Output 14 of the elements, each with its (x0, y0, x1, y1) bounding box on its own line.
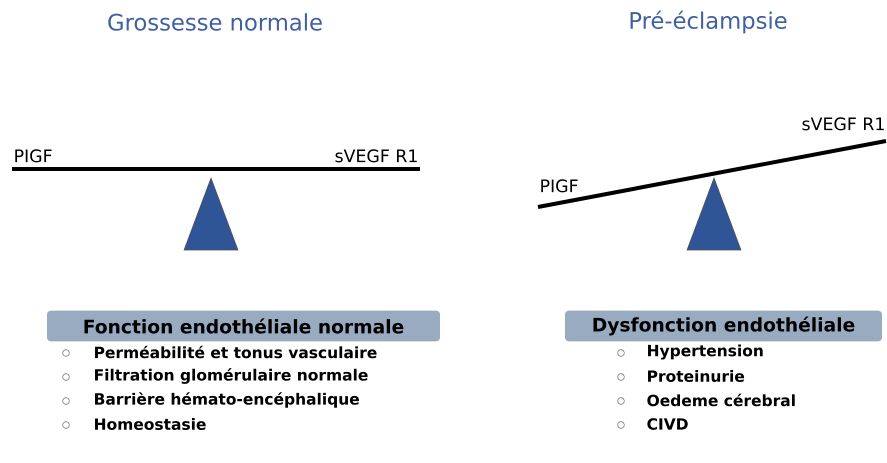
list-item: CIVD (647, 418, 688, 430)
beam-label: PIGF (541, 179, 578, 192)
list-item: Filtration glomérulaire normale (95, 368, 368, 384)
list-item: Barrière hémato-encéphalique (95, 392, 359, 408)
list-item: Proteinurie (648, 370, 744, 382)
list-item: Oedeme cérebral (647, 394, 795, 406)
list-item: Homeostasie (95, 418, 206, 430)
beam-label: sVEGF R1 (802, 117, 884, 130)
beam-label: PIGF (15, 149, 52, 162)
beam-label: sVEGF R1 (336, 149, 417, 162)
heading-band: Fonction endothéliale normale (46, 310, 440, 342)
column-title: Pré-éclampsie (630, 10, 786, 34)
heading-band: Dysfonction endothéliale (564, 310, 882, 342)
column-title: Grossesse normale (108, 13, 322, 31)
